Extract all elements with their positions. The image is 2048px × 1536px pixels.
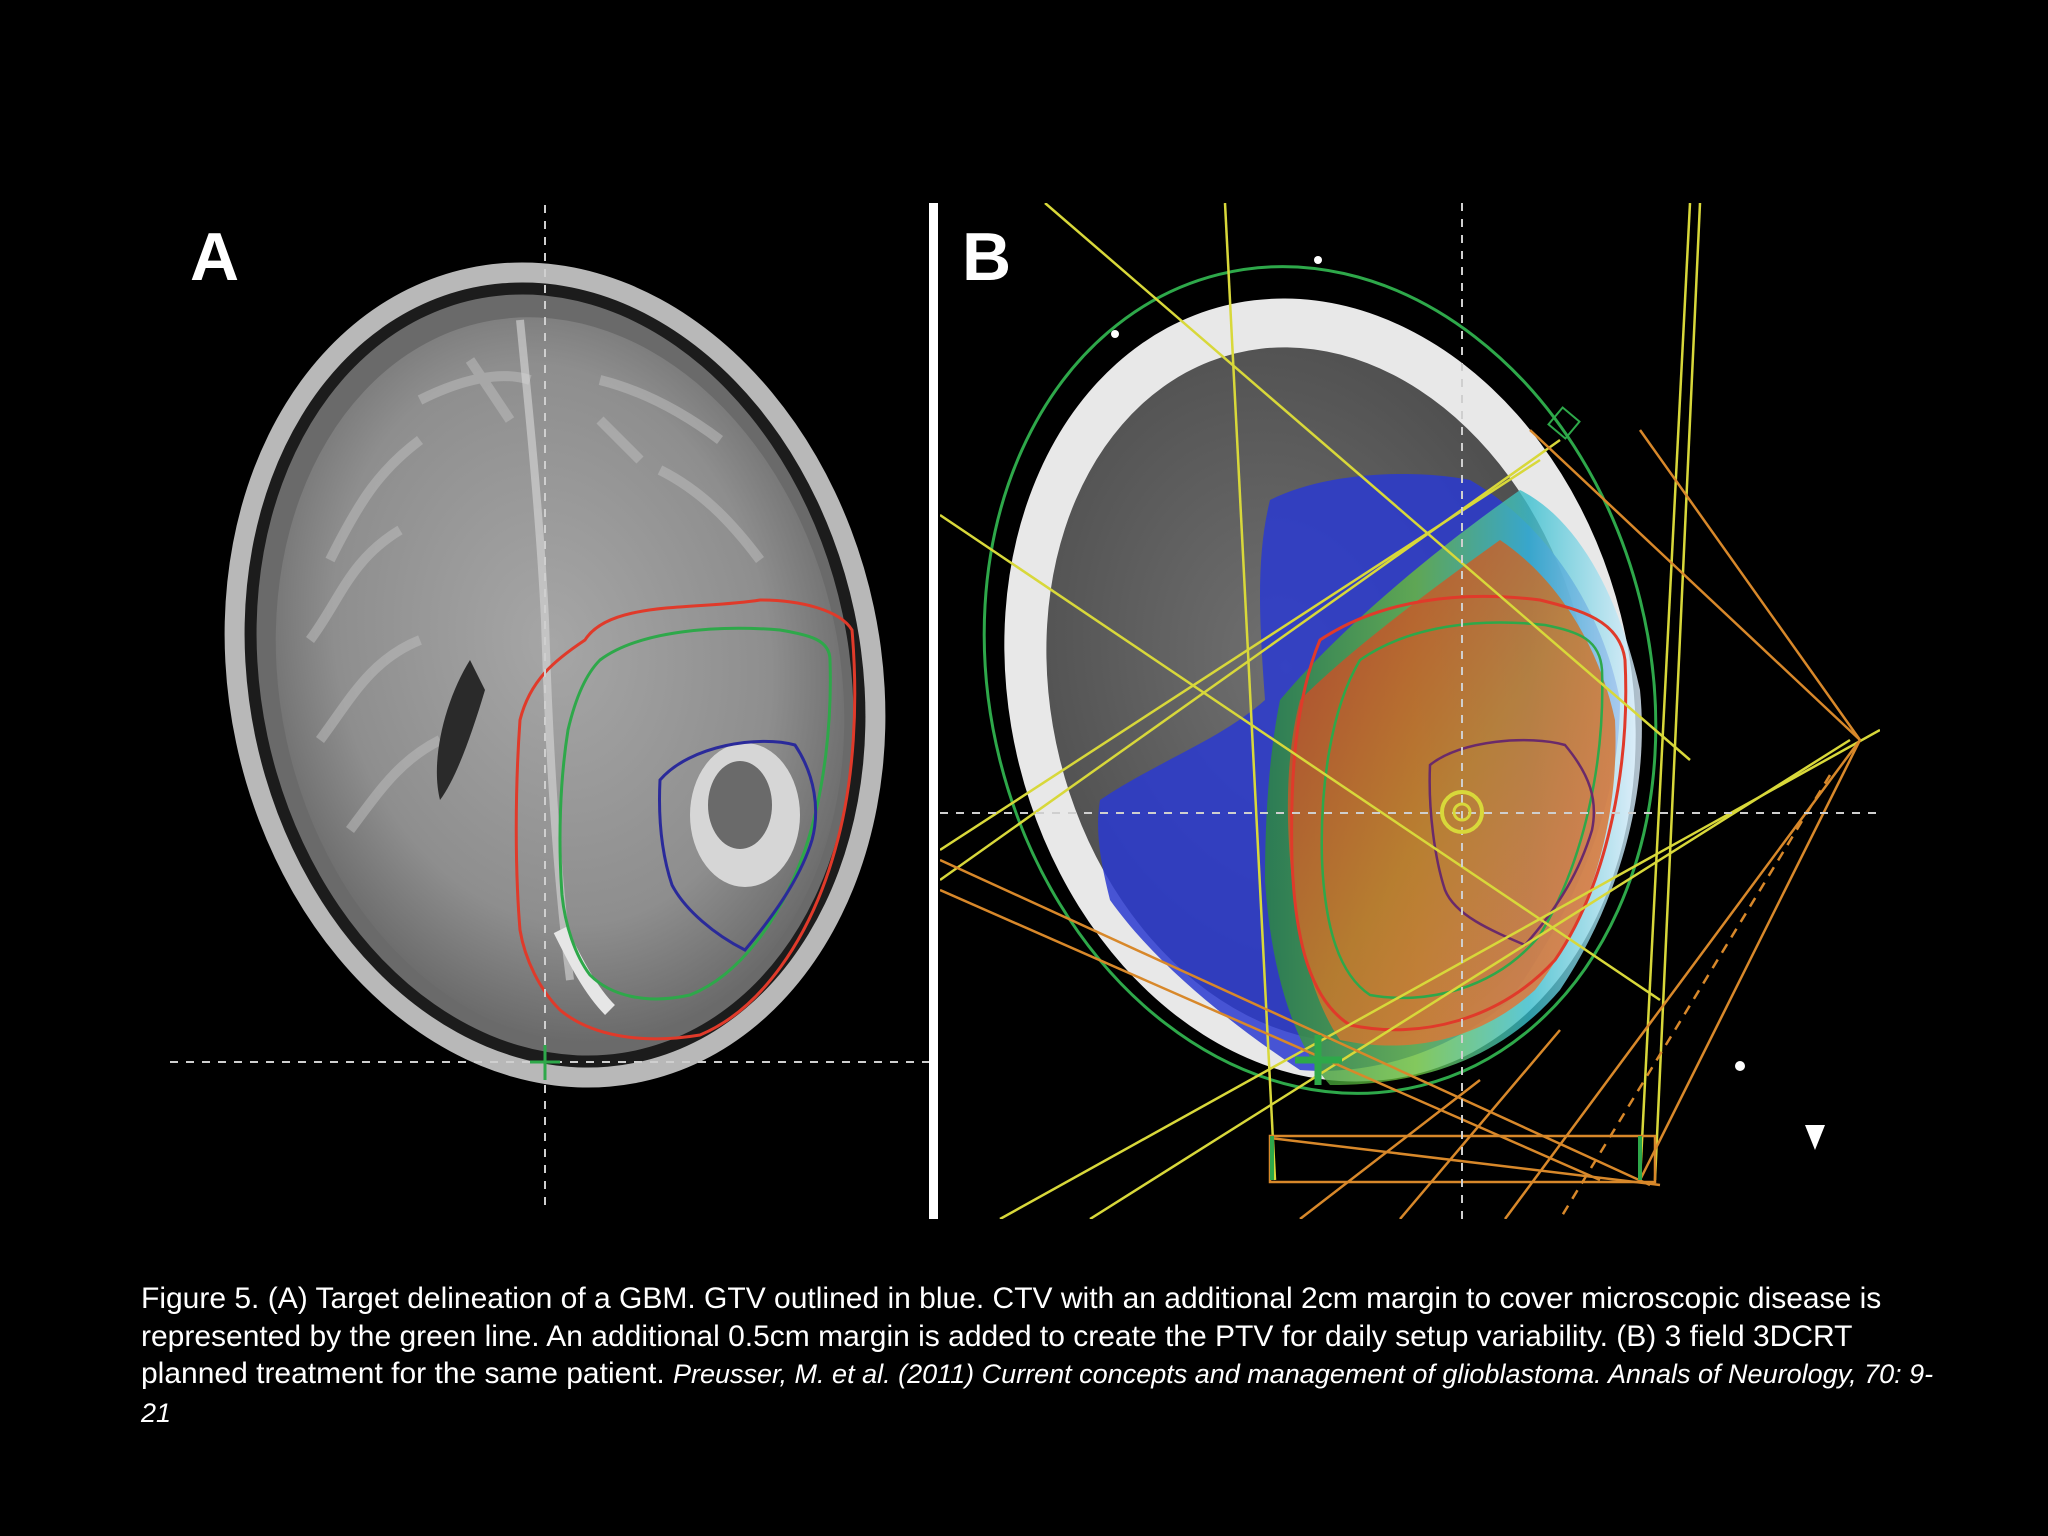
caption-citation: Preusser, M. et al. (2011) Current conce… <box>141 1359 1934 1428</box>
figure-caption: Figure 5. (A) Target delineation of a GB… <box>141 1280 1961 1432</box>
ptv-outline <box>514 598 857 1041</box>
ctv-outline <box>558 626 832 1001</box>
panel-a-mri: A <box>170 205 930 1210</box>
panel-divider <box>929 203 938 1219</box>
isocenter-marker <box>1440 790 1484 834</box>
panel-b-ct-plan: B <box>940 203 1880 1219</box>
panel-a-label: A <box>190 219 239 295</box>
caption-text: Figure 5. (A) Target delineation of a GB… <box>141 1282 1882 1390</box>
panel-b-label: B <box>962 219 1011 295</box>
gtv-outline <box>658 739 818 952</box>
